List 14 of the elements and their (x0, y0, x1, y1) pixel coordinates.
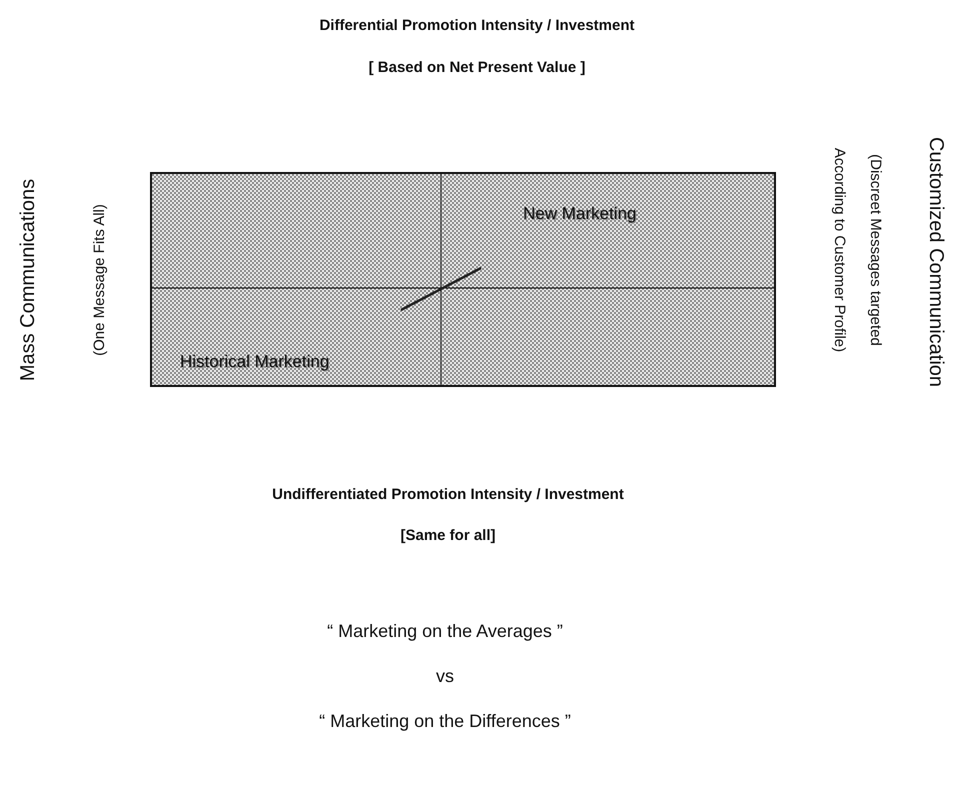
axis-note: [Same for all] (399, 527, 497, 544)
axis-label: Differential Promotion Intensity / Investment (318, 17, 636, 34)
axis-note: (One Message Fits All) (90, 203, 109, 358)
caption-text: “ Marketing on the Differences ” (318, 711, 572, 732)
axis-note: [ Based on Net Present Value ] (368, 59, 586, 76)
quadrant-label: New Marketing (523, 204, 636, 224)
quadrant-grid (150, 172, 776, 387)
quadrant-label: Historical Marketing (180, 352, 330, 372)
caption-text: vs (435, 666, 455, 688)
caption-text: “ Marketing on the Averages ” (326, 621, 564, 642)
axis-label: Mass Communications (16, 178, 40, 384)
axis-label: Customized Communication (924, 136, 948, 390)
axis-note: (Discreet Messages targeted According to Customer Profile) (830, 146, 885, 354)
axis-label: Undifferentiated Promotion Intensity / Investment (271, 486, 625, 503)
